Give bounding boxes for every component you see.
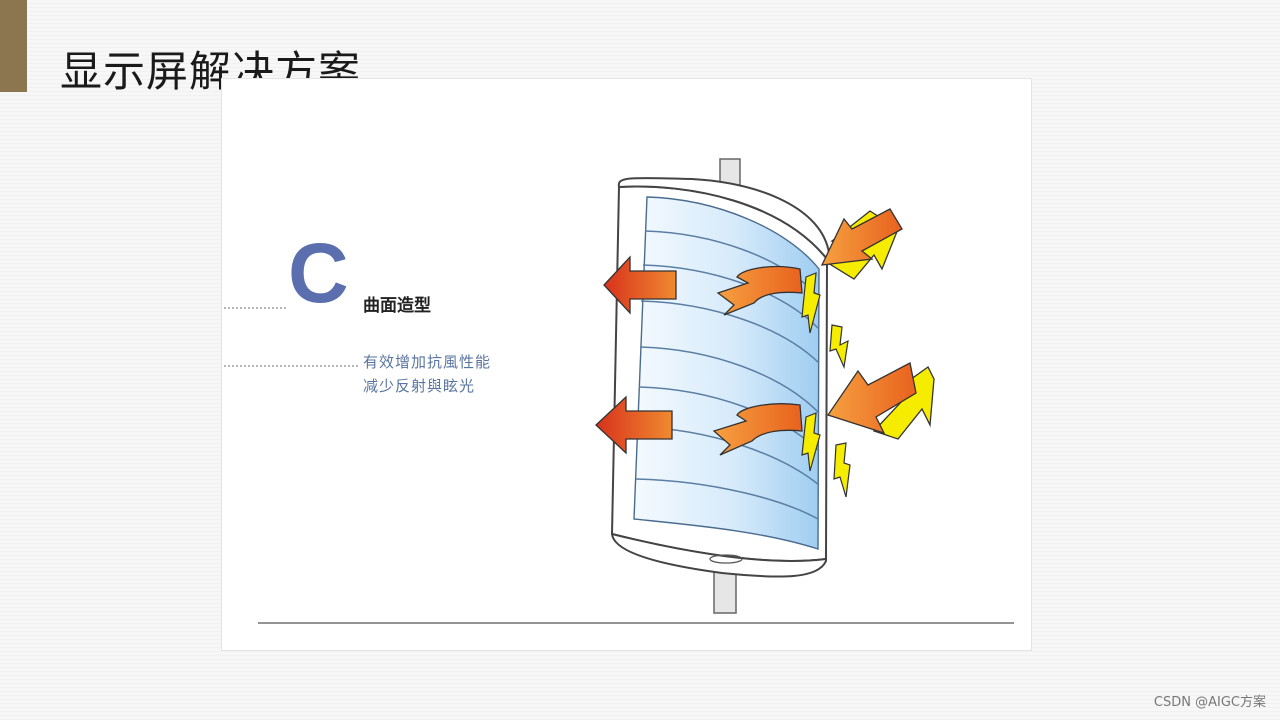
curved-screen-illustration [224, 158, 1014, 624]
incoming-arrow-2 [826, 362, 917, 435]
outgoing-arrow-1 [603, 255, 677, 315]
outgoing-arrow-2 [595, 395, 673, 455]
curved-arrow-2 [712, 403, 803, 456]
feature-title: 曲面造型 [363, 296, 431, 316]
figure-panel: C 曲面造型 有效增加抗風性能 减少反射與眩光 [221, 78, 1032, 651]
reflection-glyph-1 [801, 272, 821, 334]
watermark: CSDN @AIGC方案 [1153, 695, 1266, 710]
feature-letter: C [288, 226, 349, 320]
accent-bar [0, 0, 27, 92]
feature-desc-line-1: 有效增加抗風性能 [363, 353, 492, 371]
feature-desc-line-2: 减少反射與眩光 [363, 377, 476, 395]
screen-surface [633, 196, 820, 550]
curved-arrow-1 [716, 265, 803, 316]
reflection-glyph-4 [833, 442, 851, 498]
top-cap [617, 176, 831, 262]
bottom-cap [610, 532, 827, 578]
incoming-arrow-1 [820, 208, 903, 266]
reflection-glyph-2 [829, 324, 849, 370]
bottom-hub [709, 554, 743, 564]
reflection-glyph-3 [801, 412, 821, 472]
